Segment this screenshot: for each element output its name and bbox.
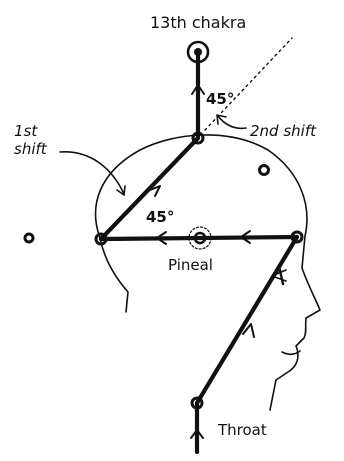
first-shift-label-line1: 1st (14, 122, 38, 140)
first-shift-label-line2: shift (14, 140, 48, 158)
outside-left-node (25, 234, 33, 242)
thirteenth-chakra-core (194, 48, 202, 56)
pineal-horizontal-line (101, 237, 297, 239)
angle-left-label: 45° (146, 208, 174, 226)
side-head-node (260, 166, 269, 175)
throat-label: Throat (217, 421, 267, 439)
second-shift-callout-arrow (218, 116, 246, 128)
second-shift-label: 2nd shift (250, 122, 317, 140)
angle-top-label: 45° (206, 90, 234, 108)
back-of-head-outline (100, 238, 128, 312)
pineal-label: Pineal (168, 256, 213, 274)
first-shift-callout-arrow (60, 152, 124, 194)
thirteenth-chakra-label: 13th chakra (150, 13, 246, 32)
